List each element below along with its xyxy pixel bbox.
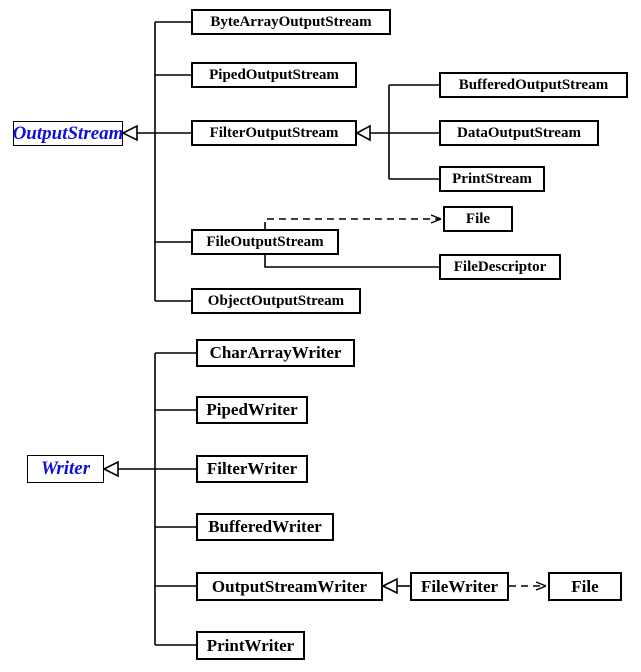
fileoutputstream-label: FileOutputStream [206,233,324,250]
filteroutputstream-class-box: FilterOutputStream [191,120,357,146]
pipedwriter-label: PipedWriter [206,400,298,419]
pipedwriter-class-box: PipedWriter [196,396,308,424]
objectoutputstream-label: ObjectOutputStream [207,292,345,309]
chararraywriter-label: CharArrayWriter [209,343,342,362]
writer-inheritance-arrowhead [102,460,119,478]
dataoutputstream-label: DataOutputStream [457,124,581,141]
filterwriter-class-box: FilterWriter [196,455,308,483]
file-class-box-outputstream: File [443,206,513,232]
printstream-class-box: PrintStream [439,166,545,192]
filedescriptor-class-box: FileDescriptor [439,254,561,280]
outputstream-class-box: OutputStream [13,121,123,146]
fileoutputstream-class-box: FileOutputStream [191,229,339,255]
filteroutputstream-label: FilterOutputStream [209,124,339,141]
outputstream-label: OutputStream [12,122,124,144]
bytearrayoutputstream-label: ByteArrayOutputStream [210,13,372,30]
filewriter-class-box: FileWriter [410,572,509,601]
printwriter-class-box: PrintWriter [196,631,305,660]
fileoutputstream-filedescriptor-association [264,255,439,268]
filteroutputstream-inheritance-arrowhead [355,124,371,142]
objectoutputstream-class-box: ObjectOutputStream [191,288,361,314]
printwriter-label: PrintWriter [206,635,295,655]
file-label-writer: File [571,576,599,596]
filedescriptor-label: FileDescriptor [453,258,547,275]
filterwriter-label: FilterWriter [206,459,298,478]
file-label-outputstream: File [465,210,491,227]
printstream-label: PrintStream [452,170,532,187]
outputstreamwriter-class-box: OutputStreamWriter [196,572,383,601]
bufferedwriter-class-box: BufferedWriter [196,513,334,541]
dataoutputstream-class-box: DataOutputStream [439,120,599,146]
chararraywriter-class-box: CharArrayWriter [196,339,355,367]
filewriter-inheritance-arrowhead [381,577,398,595]
bytearrayoutputstream-class-box: ByteArrayOutputStream [191,9,391,35]
bufferedwriter-label: BufferedWriter [208,517,322,536]
bufferedoutputstream-class-box: BufferedOutputStream [439,72,628,98]
outputstreamwriter-label: OutputStreamWriter [211,576,368,596]
file-class-box-writer: File [548,572,622,601]
fileoutputstream-file-dependency [264,219,441,229]
pipedoutputstream-label: PipedOutputStream [209,66,339,83]
filewriter-label: FileWriter [420,576,499,596]
writer-inheritance-lines [118,352,196,646]
outputstream-inheritance-arrowhead [121,124,138,142]
filteroutputstream-inheritance-lines [370,84,439,180]
bufferedoutputstream-label: BufferedOutputStream [458,76,609,93]
outputstream-inheritance-lines [137,21,191,302]
pipedoutputstream-class-box: PipedOutputStream [191,62,357,88]
writer-label: Writer [40,458,91,479]
writer-class-box: Writer [27,455,104,483]
